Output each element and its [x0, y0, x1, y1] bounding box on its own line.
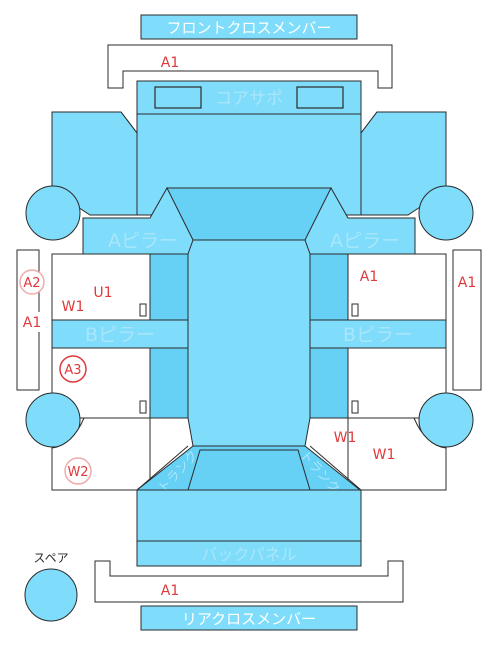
rear-cross-member-panel: [140, 605, 358, 631]
core-support-label: コアサポ: [215, 89, 283, 109]
back-panel-upper: [136, 489, 362, 542]
damage-code-left-w1: W1: [62, 299, 85, 315]
damage-code-left-a3: A3: [64, 363, 81, 378]
damage-code-left-u1: U1: [93, 285, 112, 301]
back-panel: [136, 540, 362, 567]
rear-fender-right-outline: [347, 417, 447, 491]
roof-panel: [187, 239, 311, 447]
door-handle-left-rear: [139, 400, 147, 414]
b-pillar-right-panel: [309, 319, 447, 349]
damage-circle-left-a2: [19, 269, 45, 295]
b-pillar-left-label: Bピラー: [85, 324, 155, 346]
damage-circle-left-a3: [59, 355, 87, 383]
damage-code-front-a1: A1: [161, 55, 179, 71]
spare-tire: [24, 568, 78, 622]
rear-window-center: [187, 449, 311, 491]
windshield-panel: [166, 187, 332, 241]
rear-cross-member-label: リアクロスメンバー: [182, 610, 316, 628]
damage-code-left-a1: A1: [23, 315, 41, 331]
damage-code-left-w2: W2: [67, 465, 88, 480]
damage-label-bg-left-a1: [22, 312, 44, 332]
damage-code-rear-a1: A1: [161, 583, 179, 599]
spare-label: スペア: [33, 551, 68, 565]
back-panel-label: バックパネル: [201, 545, 296, 564]
front-cross-member-panel: [140, 14, 358, 40]
door-handle-left-front: [139, 303, 147, 317]
wheel-rear-right: [418, 392, 474, 448]
a-pillar-right-label: Aピラー: [330, 230, 400, 252]
a-pillar-left-label: Aピラー: [108, 230, 178, 252]
front-bumper-outline: [107, 44, 393, 89]
trunk-right-divider: [309, 445, 362, 491]
rear-bumper-outline: [94, 560, 404, 603]
door-handle-right-rear: [351, 400, 359, 414]
wheel-front-left: [25, 185, 81, 241]
damage-circle-left-w2: [64, 457, 92, 485]
door-handle-right-front: [351, 303, 359, 317]
headlight-left: [154, 86, 202, 109]
b-pillar-right-label: Bピラー: [343, 324, 413, 346]
wheel-rear-left: [25, 392, 81, 448]
trunk-left-divider: [136, 445, 189, 491]
right-side-sill: [452, 249, 482, 391]
damage-label-bg-right-a1: [455, 272, 479, 292]
damage-code-right-a1-inner: A1: [360, 269, 378, 285]
wheel-front-right: [418, 185, 474, 241]
damage-code-right-w1-b: W1: [373, 447, 396, 463]
damage-code-left-a2: A2: [23, 276, 40, 291]
damage-code-right-a1-side: A1: [458, 275, 476, 291]
damage-code-right-w1-a: W1: [334, 430, 357, 446]
b-pillar-left-panel: [51, 319, 189, 349]
headlight-right: [296, 86, 344, 109]
front-cross-member-label: フロントクロスメンバー: [166, 19, 331, 37]
